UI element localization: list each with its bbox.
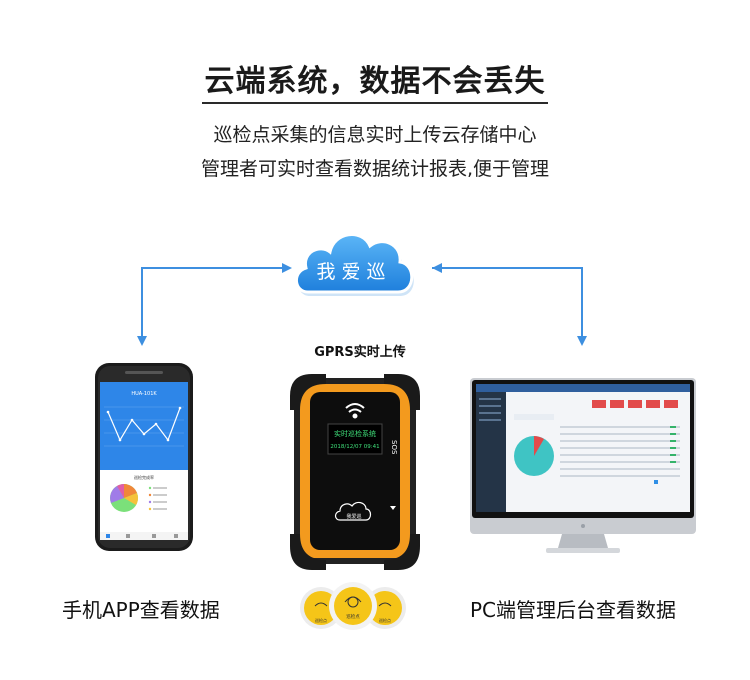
cloud-label: 我爱巡 bbox=[316, 261, 391, 283]
pc-caption: PC端管理后台查看数据 bbox=[470, 598, 677, 622]
patrol-tags: 巡检点 巡检点 巡检点 bbox=[300, 582, 406, 630]
subtitle-line-1: 巡检点采集的信息实时上传云存储中心 bbox=[213, 124, 537, 146]
device-logo-label: 我爱巡 bbox=[346, 513, 361, 520]
arrow-head-down-left bbox=[137, 336, 147, 346]
page-title: 云端系统，数据不会丢失 bbox=[204, 64, 546, 99]
device-screen-line-1: 实时巡检系统 bbox=[334, 429, 376, 438]
tag-left-label: 巡检点 bbox=[315, 617, 327, 623]
arrow-head-down-right bbox=[577, 336, 587, 346]
wifi-icon bbox=[345, 403, 365, 419]
tag-center: 巡检点 bbox=[329, 582, 377, 630]
phone-card-title: 巡检完成率 bbox=[134, 474, 154, 480]
arrow-head-left bbox=[432, 263, 442, 273]
tag-center-label: 巡检点 bbox=[346, 613, 360, 620]
patrol-device: 实时巡检系统 2018/12/07 09:41 SOS 我爱巡 bbox=[290, 374, 420, 570]
device-screen-line-2: 2018/12/07 09:41 bbox=[330, 444, 379, 450]
pc-pie bbox=[514, 436, 554, 476]
pc-monitor bbox=[470, 378, 696, 553]
down-triangle-icon bbox=[390, 506, 396, 510]
gprs-upload-label: GPRS实时上传 bbox=[314, 345, 406, 360]
tag-right-label: 巡检点 bbox=[379, 617, 391, 623]
phone-mockup: HUA-101K 巡检完成率 bbox=[95, 363, 193, 551]
title-underline bbox=[202, 102, 548, 104]
phone-app-title: HUA-101K bbox=[131, 391, 157, 397]
subtitle-line-2: 管理者可实时查看数据统计报表,便于管理 bbox=[200, 158, 550, 180]
sos-label: SOS bbox=[390, 440, 398, 455]
phone-pie bbox=[110, 484, 138, 512]
phone-caption: 手机APP查看数据 bbox=[62, 598, 220, 622]
arrow-head-right bbox=[282, 263, 292, 273]
device-logo: 我爱巡 bbox=[334, 501, 372, 521]
cloud-icon: 我爱巡 bbox=[295, 233, 414, 296]
